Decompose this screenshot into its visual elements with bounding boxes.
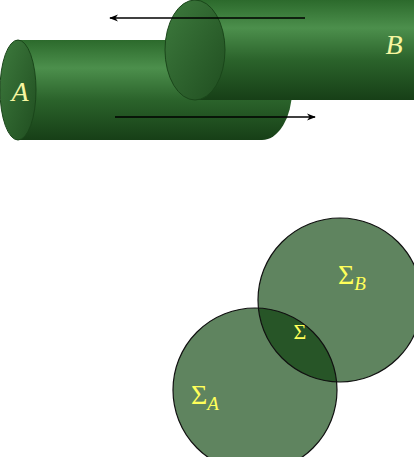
motion-arrow xyxy=(110,17,305,19)
set-diagram xyxy=(173,218,414,457)
shape-node: Σ xyxy=(289,318,312,349)
set-label: ΣA xyxy=(191,380,219,415)
cylinder-label: B xyxy=(385,30,402,61)
cylinder-label: A xyxy=(11,77,28,108)
intersection-label: Σ xyxy=(294,320,307,344)
cylinder-a-face xyxy=(0,40,36,140)
cylinder-b xyxy=(165,0,414,100)
set-label: ΣB xyxy=(338,260,366,295)
shape-node: ΣA xyxy=(186,378,224,419)
shape-node: A xyxy=(6,75,34,112)
shape-node: B xyxy=(380,28,408,65)
shape-node: ΣB xyxy=(333,258,371,299)
motion-arrow xyxy=(115,116,315,118)
